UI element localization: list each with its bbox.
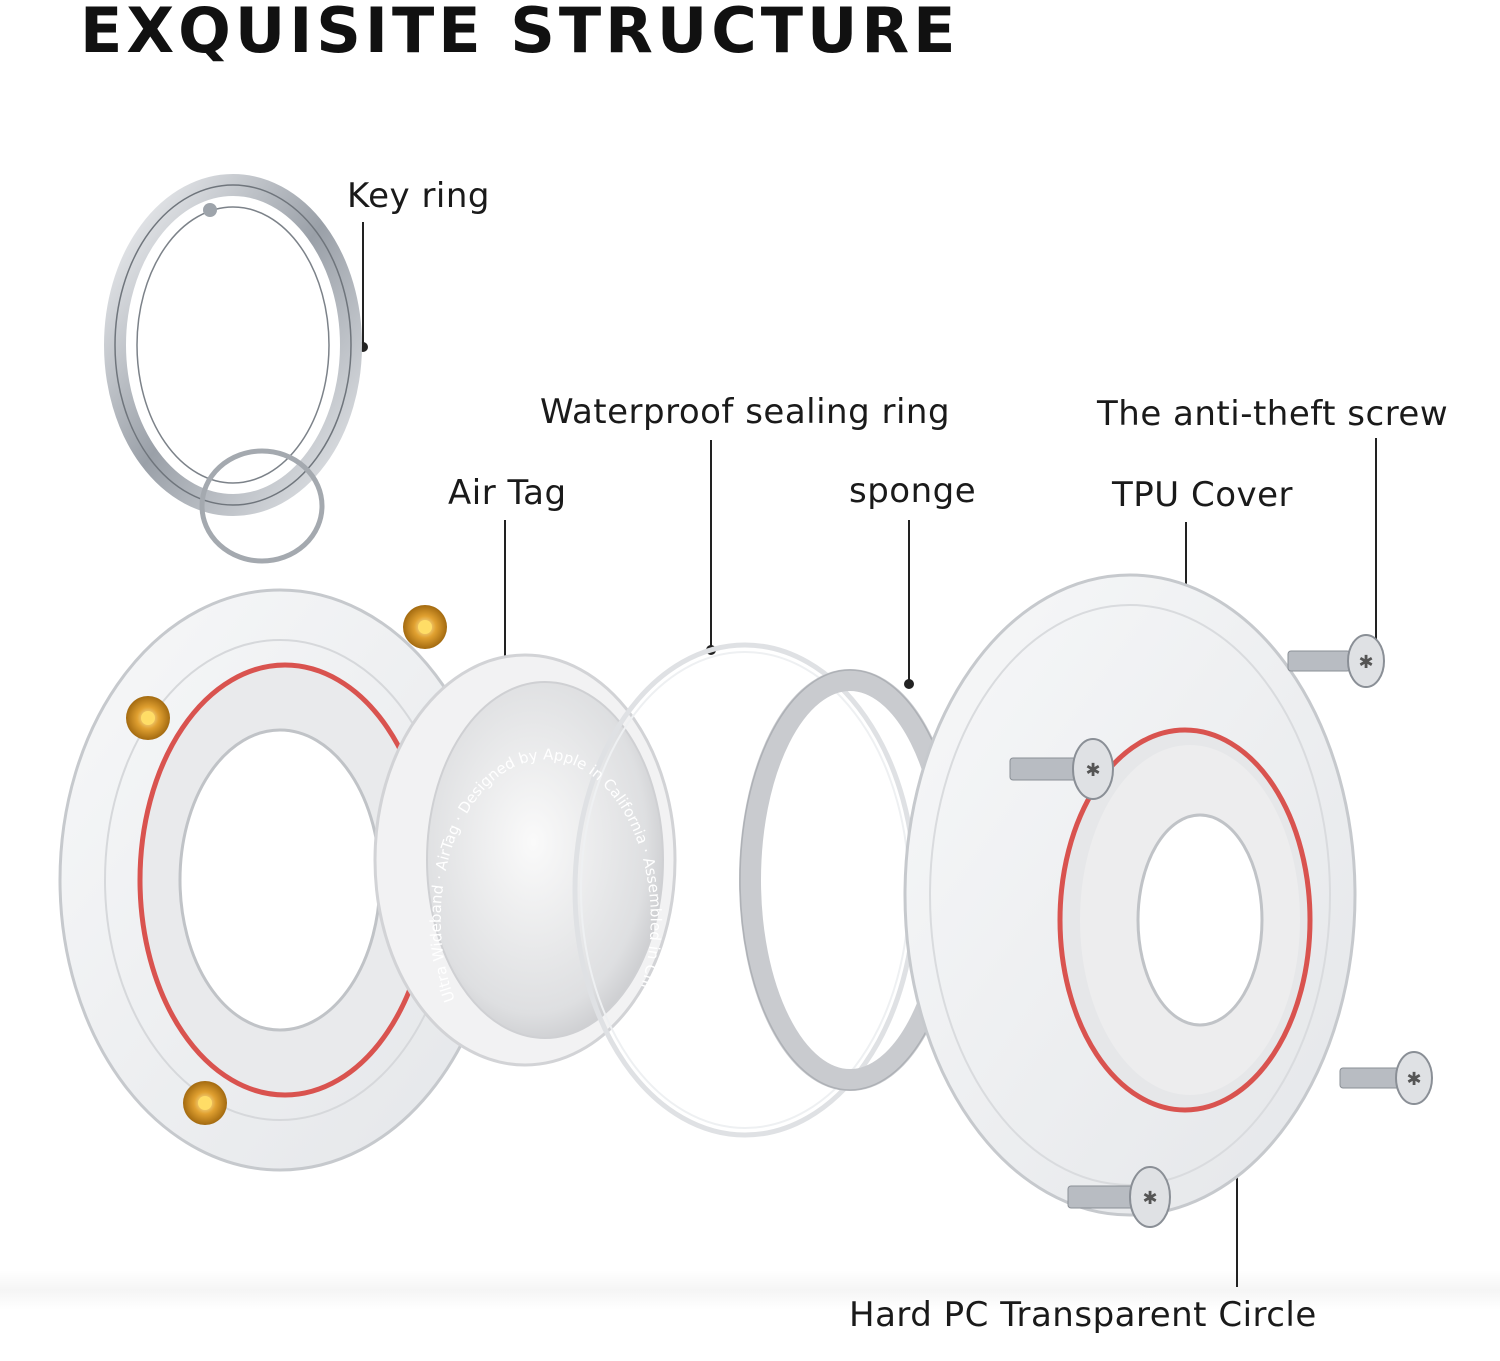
anti-theft-screws: ✱ ✱ ✱ ✱	[1009, 634, 1433, 1228]
tpu-cover	[903, 573, 1357, 1217]
label-hard-pc-circle: Hard PC Transparent Circle	[849, 1295, 1317, 1335]
key-ring-carabiner	[104, 174, 362, 564]
label-anti-theft-screw: The anti-theft screw	[1097, 394, 1449, 434]
svg-text:✱: ✱	[1085, 760, 1100, 781]
label-tpu-cover: TPU Cover	[1112, 475, 1294, 515]
svg-text:✱: ✱	[1406, 1069, 1421, 1090]
label-sponge: sponge	[849, 471, 977, 511]
airtag-disc	[373, 653, 677, 1067]
svg-text:✱: ✱	[1358, 652, 1373, 673]
label-air-tag: Air Tag	[448, 473, 567, 513]
label-waterproof-sealing-ring: Waterproof sealing ring	[540, 392, 951, 432]
label-key-ring: Key ring	[347, 176, 491, 216]
floor-shadow	[0, 1270, 1500, 1310]
svg-text:✱: ✱	[1142, 1188, 1157, 1209]
clear-case-back	[58, 588, 502, 1172]
page-title: EXQUISITE STRUCTURE	[80, 0, 960, 67]
